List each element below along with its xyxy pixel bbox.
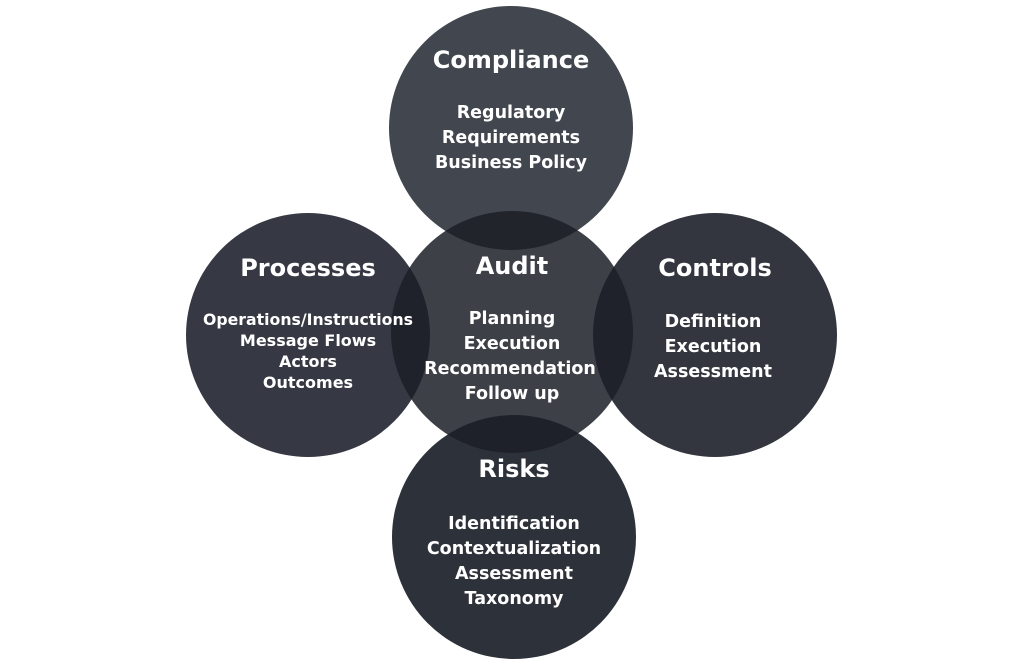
risks-item: Identification bbox=[448, 514, 580, 534]
audit-circle-group bbox=[391, 211, 633, 453]
audit-item: Execution bbox=[464, 334, 561, 354]
audit-circle bbox=[391, 211, 633, 453]
risks-circle bbox=[392, 415, 636, 659]
processes-item: Outcomes bbox=[263, 373, 353, 392]
controls-item: Assessment bbox=[654, 362, 772, 382]
risks-item: Contextualization bbox=[427, 539, 601, 559]
controls-circle bbox=[593, 213, 837, 457]
processes-title: Processes bbox=[240, 254, 376, 282]
risks-title: Risks bbox=[478, 455, 549, 483]
compliance-circle-group bbox=[389, 6, 633, 250]
risks-item: Assessment bbox=[455, 564, 573, 584]
controls-circle-group bbox=[593, 213, 837, 457]
compliance-item: Regulatory bbox=[457, 103, 566, 123]
processes-item: Message Flows bbox=[240, 331, 376, 350]
controls-item: Execution bbox=[665, 337, 762, 357]
controls-item: Definition bbox=[665, 312, 762, 332]
audit-title: Audit bbox=[476, 252, 549, 280]
controls-title: Controls bbox=[658, 254, 772, 282]
compliance-title: Compliance bbox=[433, 46, 590, 74]
compliance-item: Requirements bbox=[442, 128, 580, 148]
risks-item: Taxonomy bbox=[465, 589, 565, 609]
compliance-circle bbox=[389, 6, 633, 250]
processes-item: Operations/Instructions bbox=[203, 310, 413, 329]
risks-circle-group bbox=[392, 415, 636, 659]
processes-circle-group bbox=[186, 213, 430, 457]
audit-item: Follow up bbox=[465, 384, 560, 404]
compliance-item: Business Policy bbox=[435, 153, 588, 173]
processes-circle bbox=[186, 213, 430, 457]
processes-item: Actors bbox=[279, 352, 337, 371]
audit-item: Recommendation bbox=[424, 359, 596, 379]
audit-item: Planning bbox=[469, 309, 556, 329]
